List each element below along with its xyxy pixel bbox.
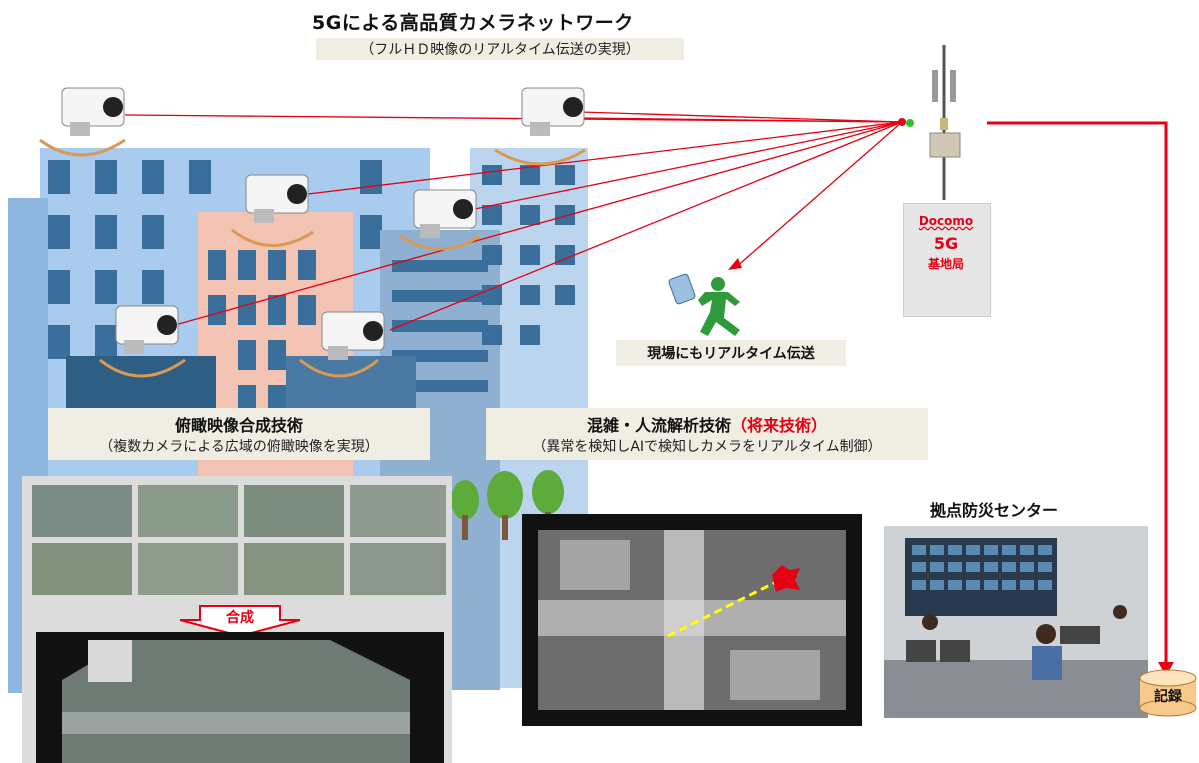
tech-right-desc: （異常を検知しAIで検知しカメラをリアルタイム制御）	[532, 439, 882, 455]
field-label-box: 現場にもリアルタイム伝送	[616, 340, 846, 366]
composite-arrow-label: 合成	[226, 610, 254, 626]
anomaly-marker	[772, 565, 800, 592]
storage-label: 記録	[1154, 689, 1182, 705]
field-label: 現場にもリアルタイム伝送	[647, 346, 815, 362]
crosswalk-stripes	[538, 530, 846, 710]
recording-line	[987, 121, 1174, 676]
camera-1	[61, 87, 125, 136]
center-title: 拠点防災センター	[930, 501, 1059, 520]
tech-left-box: 俯瞰映像合成技術 （複数カメラによる広域の俯瞰映像を実現）	[48, 408, 430, 460]
tech-left-title: 俯瞰映像合成技術	[174, 416, 303, 435]
tech-right-box: 混雑・人流解析技術（将来技術） （異常を検知しAIで検知しカメラをリアルタイム制…	[486, 408, 928, 460]
flow-arrow	[667, 573, 791, 638]
signal-lines	[124, 111, 903, 331]
storage-icon	[1139, 669, 1197, 717]
tech-left-desc: （複数カメラによる広域の俯瞰映像を実現）	[99, 439, 379, 455]
composite-arrow	[179, 605, 301, 638]
trees	[451, 470, 564, 540]
camera-2	[521, 87, 585, 136]
camera-5	[115, 305, 179, 354]
signal-origin-dot	[898, 118, 906, 126]
base-station-type: 基地局	[927, 257, 964, 271]
page-title: 5Gによる高品質カメラネットワーク	[312, 12, 634, 34]
camera-arcs	[39, 138, 586, 378]
camera-6	[321, 311, 385, 360]
video-wall-tiles	[912, 545, 1052, 590]
base-station-label: Docomo 5G 基地局	[903, 214, 989, 272]
antenna-tower	[929, 45, 961, 200]
video-wall	[905, 538, 1057, 616]
camera-4	[413, 189, 477, 238]
field-worker-icon	[668, 273, 740, 336]
operator-3	[1113, 605, 1127, 619]
control-desk	[884, 660, 1148, 718]
operator-1	[1036, 624, 1056, 644]
building-lower-left	[66, 356, 216, 416]
camera-3	[245, 174, 309, 223]
field-arrowhead	[728, 258, 742, 270]
operator-2	[922, 614, 938, 630]
base-station-network: 5G	[933, 234, 959, 253]
antenna-dot	[906, 119, 914, 127]
base-station-building	[903, 203, 991, 317]
base-station-brand: Docomo	[918, 214, 974, 228]
source-thumbnails	[32, 485, 446, 595]
tech-right-title: 混雑・人流解析技術	[586, 416, 731, 435]
page-subtitle: （フルＨＤ映像のリアルタイム伝送の実現）	[316, 38, 684, 60]
tech-right-future: （将来技術）	[731, 416, 828, 435]
